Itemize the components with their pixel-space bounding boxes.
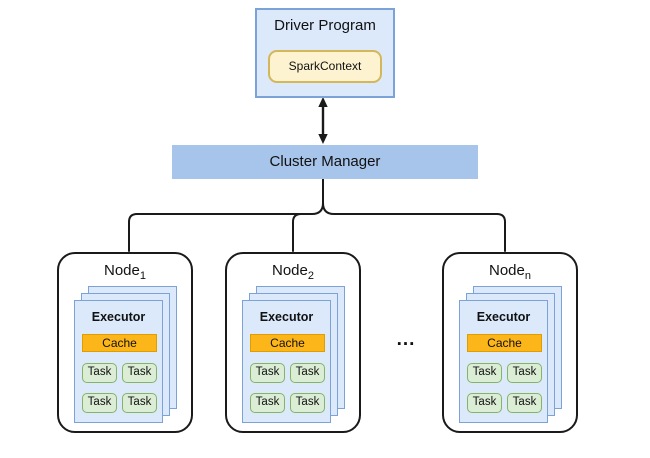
cluster-manager-bar: Cluster Manager <box>172 145 478 179</box>
node-n-label-base: Node <box>489 262 525 279</box>
double-arrow-icon <box>318 97 328 144</box>
driver-program-label: Driver Program <box>274 17 376 34</box>
executor-title: Executor <box>91 310 146 324</box>
task-box: Task <box>82 363 117 383</box>
worker-node-1: Node1 Executor Cache Task Task Task Task <box>57 252 193 433</box>
task-box: Task <box>250 393 285 413</box>
task-box: Task <box>122 363 157 383</box>
task-box: Task <box>290 393 325 413</box>
task-box: Task <box>290 363 325 383</box>
cache-box: Cache <box>250 334 325 352</box>
cache-box: Cache <box>82 334 157 352</box>
task-grid: Task Task Task Task <box>467 363 542 413</box>
executor-title: Executor <box>259 310 314 324</box>
task-box: Task <box>507 393 542 413</box>
executor-title: Executor <box>476 310 531 324</box>
node-n-label: Noden <box>444 262 576 282</box>
node-n-label-sub: n <box>524 270 531 282</box>
tree-connector <box>128 178 506 252</box>
task-box: Task <box>82 393 117 413</box>
executor-card-1: Executor Cache Task Task Task Task <box>74 300 163 423</box>
task-box: Task <box>507 363 542 383</box>
executor-card-2: Executor Cache Task Task Task Task <box>242 300 331 423</box>
executor-stack-1: Executor Cache Task Task Task Task <box>74 286 178 425</box>
more-nodes-ellipsis: ... <box>396 329 416 350</box>
worker-node-2: Node2 Executor Cache Task Task Task Task <box>225 252 361 433</box>
executor-stack-n: Executor Cache Task Task Task Task <box>459 286 563 425</box>
task-box: Task <box>122 393 157 413</box>
node-2-label-base: Node <box>272 262 308 279</box>
task-box: Task <box>467 363 502 383</box>
task-grid: Task Task Task Task <box>82 363 157 413</box>
task-grid: Task Task Task Task <box>250 363 325 413</box>
node-1-label: Node1 <box>59 262 191 282</box>
node-2-label-sub: 2 <box>307 270 314 282</box>
node-2-label: Node2 <box>227 262 359 282</box>
task-box: Task <box>250 363 285 383</box>
executor-card-n: Executor Cache Task Task Task Task <box>459 300 548 423</box>
spark-context-box: SparkContext <box>268 50 382 83</box>
cache-box: Cache <box>467 334 542 352</box>
node-1-label-sub: 1 <box>139 270 146 282</box>
worker-node-n: Noden Executor Cache Task Task Task Task <box>442 252 578 433</box>
node-1-label-base: Node <box>104 262 140 279</box>
task-box: Task <box>467 393 502 413</box>
executor-stack-2: Executor Cache Task Task Task Task <box>242 286 346 425</box>
driver-program-box: Driver Program SparkContext <box>255 8 395 98</box>
